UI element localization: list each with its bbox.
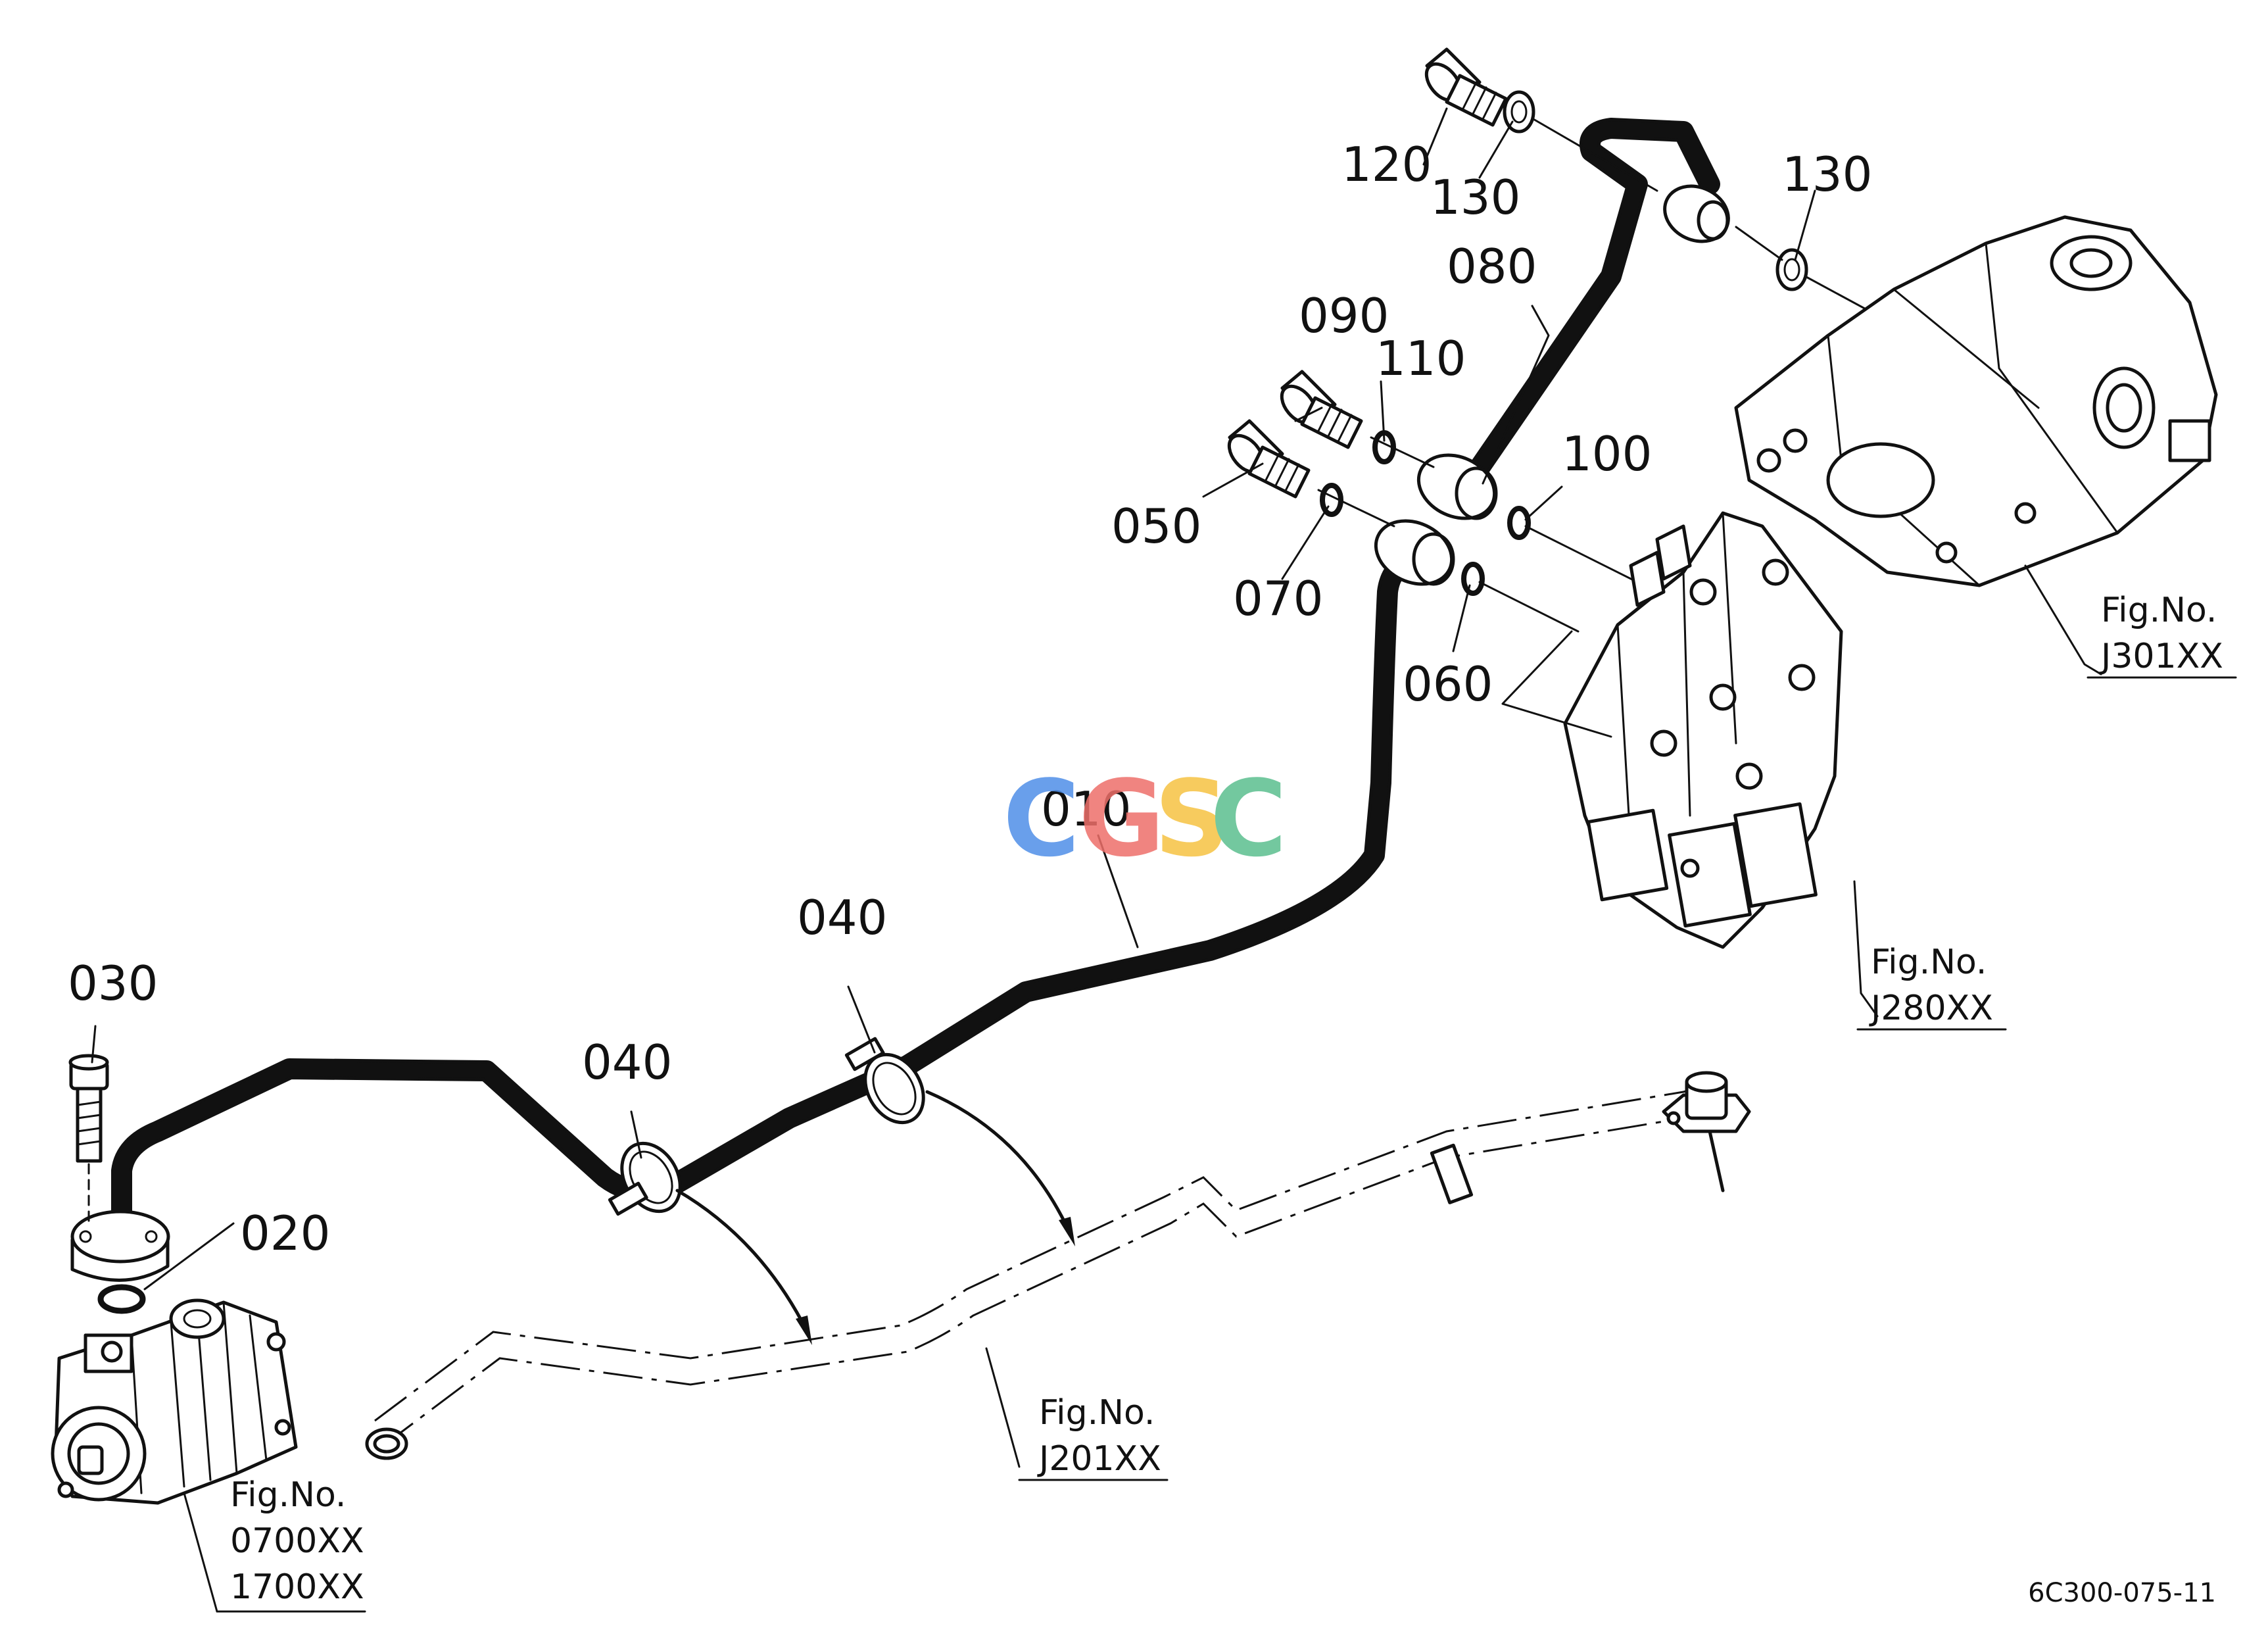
- o-ring-060: [1461, 562, 1485, 596]
- pump-outlet-port: [169, 1298, 226, 1339]
- clamp-arrows: [675, 1090, 1075, 1345]
- callout-060: 060: [1403, 656, 1493, 712]
- o-ring-100: [1507, 506, 1531, 540]
- washer-130-right: [1775, 248, 1808, 291]
- watermark-letter-4: C: [1210, 757, 1287, 880]
- callout-120: 120: [1341, 137, 1432, 192]
- fig-ref-suction-label: Fig.No.: [1039, 1393, 1155, 1433]
- callout-090: 090: [1299, 288, 1389, 343]
- fig-ref-valve-code: J280XX: [1869, 989, 1993, 1028]
- fig-ref-cylinder: Fig.No. J301XX: [2087, 591, 2237, 679]
- fig-ref-cylinder-code: J301XX: [2099, 637, 2223, 676]
- watermark-letter-3: S: [1154, 757, 1230, 880]
- o-ring-020: [97, 1284, 146, 1314]
- callout-070: 070: [1233, 571, 1323, 626]
- callout-020: 020: [240, 1206, 330, 1261]
- fig-ref-cylinder-label: Fig.No.: [2101, 591, 2217, 630]
- callout-110: 110: [1376, 331, 1466, 386]
- callout-010: 010: [1041, 781, 1131, 837]
- watermark-logo: C G S C: [1003, 757, 1287, 880]
- pipe-flange: [70, 1210, 170, 1282]
- delivery-pipe-010: [111, 549, 1424, 1227]
- fig-ref-control-valve: Fig.No. J280XX: [1856, 943, 2007, 1031]
- eye-joint-upper: [1416, 453, 1498, 520]
- fig-ref-pump-code-2: 1700XX: [230, 1567, 364, 1607]
- fig-ref-valve-label: Fig.No.: [1871, 943, 1987, 982]
- callout-050: 050: [1111, 499, 1201, 554]
- clamp-040-upper: [844, 1037, 925, 1125]
- leader-lines: [91, 107, 2102, 1613]
- bolt-030: [68, 1054, 109, 1225]
- pump-shaft: [77, 1445, 104, 1475]
- hydraulic-pump: [51, 1298, 298, 1505]
- callout-030: 030: [68, 956, 158, 1011]
- fig-ref-pump: Fig.No. 0700XX 1700XX: [216, 1475, 366, 1613]
- callout-080: 080: [1447, 239, 1537, 294]
- fig-ref-pump-label: Fig.No.: [230, 1475, 346, 1515]
- watermark-letter-1: C: [1003, 757, 1080, 880]
- banjo-bolt-050: [1227, 419, 1311, 499]
- drawing-number: 6C300-075-11: [2028, 1578, 2216, 1608]
- suction-pipe: [365, 1071, 1751, 1460]
- callout-040-lower: 040: [582, 1035, 672, 1090]
- watermark-letter-2: G: [1078, 757, 1165, 880]
- callout-100: 100: [1562, 426, 1652, 481]
- fig-ref-suction-code: J201XX: [1037, 1439, 1161, 1479]
- clamp-040-lower: [608, 1141, 682, 1216]
- fig-ref-suction-pipe: Fig.No. J201XX: [1018, 1393, 1169, 1481]
- callout-040-upper: 040: [797, 890, 887, 945]
- control-valve: [1563, 511, 1843, 949]
- callout-130-left: 130: [1430, 170, 1520, 225]
- eye-joint-lower: [1374, 519, 1455, 586]
- washer-130-left: [1503, 90, 1535, 134]
- callout-130-right: 130: [1782, 147, 1872, 202]
- eye-joint-080-end: [1663, 184, 1730, 243]
- return-pipe-080: [1456, 118, 1720, 497]
- hydraulic-cylinder-housing: [1734, 215, 2218, 587]
- fig-ref-pump-code-1: 0700XX: [230, 1521, 364, 1561]
- banjo-bolt-120: [1424, 47, 1508, 127]
